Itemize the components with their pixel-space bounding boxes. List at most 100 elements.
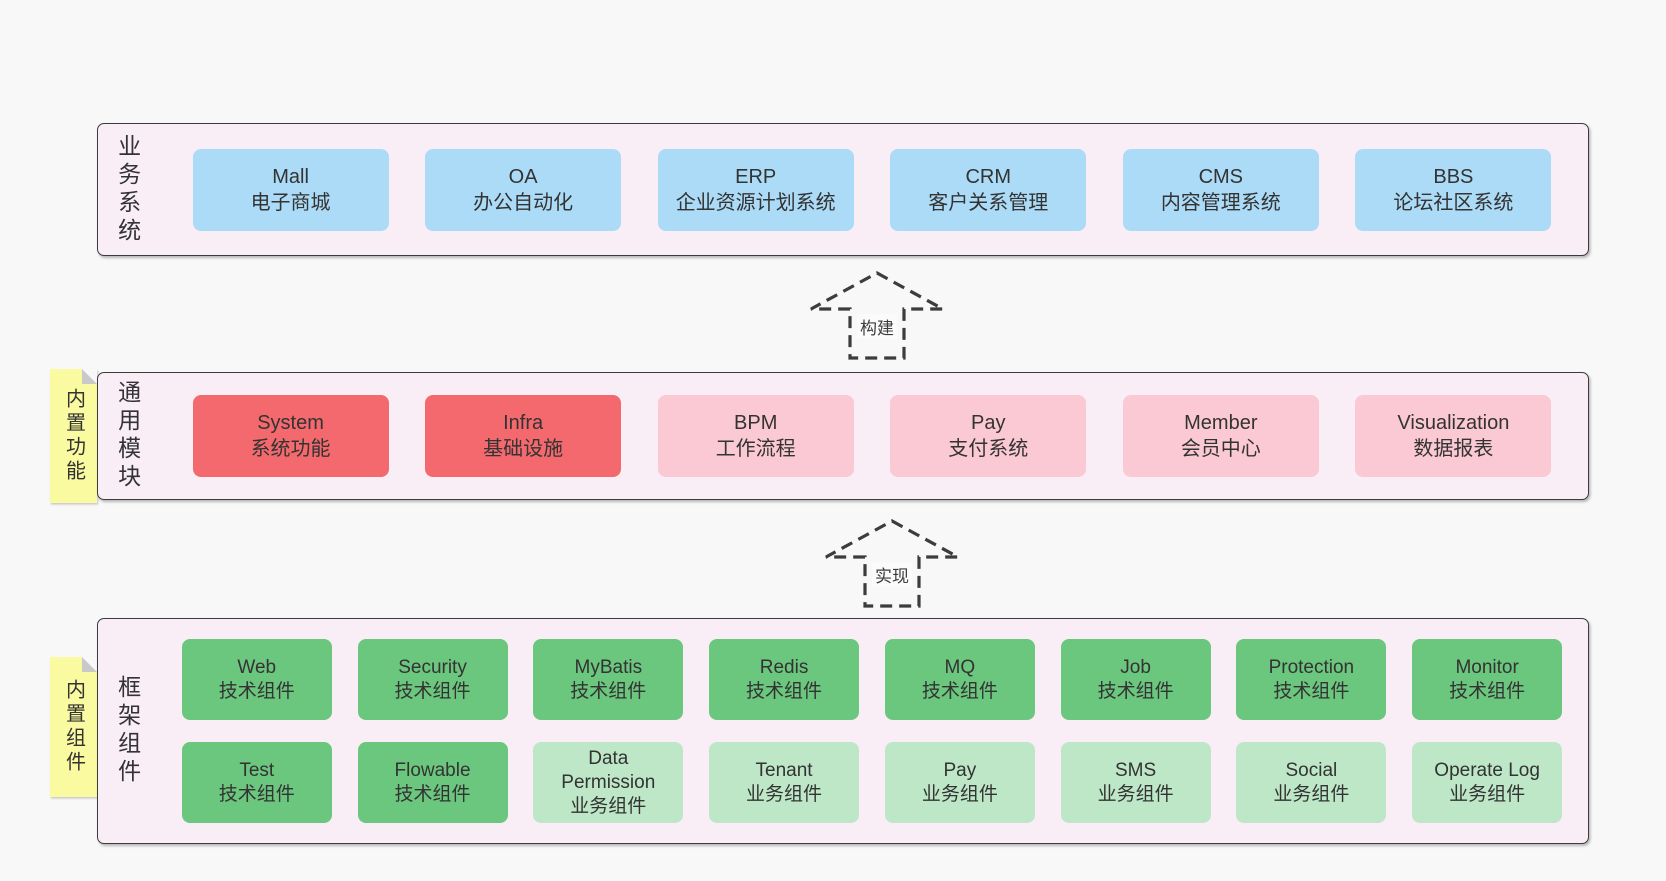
box-title: Social [1285,759,1338,781]
diagram-box: Member 会员中心 [1122,395,1319,477]
diagram-box: Pay 支付系统 [890,395,1087,477]
box-title: Infra [503,412,544,434]
box-title: ERP [735,165,777,188]
layer-label-zone: 通用模块 [98,373,156,499]
diagram-box: BBS 论坛社区系统 [1355,148,1552,231]
box-title: System [257,412,324,434]
box-title: Mall [272,165,309,188]
box-title: Tenant [755,759,813,781]
box-title: CMS [1198,165,1244,188]
box-title: Data Permission [561,747,656,793]
layer-label: 通用模块 [114,380,141,492]
box-title: Pay [943,759,977,781]
layer-label-zone: 框架组件 [98,619,156,843]
box-title: Monitor [1455,656,1519,678]
box-title: Test [239,759,275,781]
dashed-up-arrow-icon [825,519,959,608]
box-subtitle: 数据报表 [1413,438,1494,460]
box-title: OA [508,165,538,188]
sticky-note-builtin-features: 内置功能 [50,369,97,503]
box-subtitle: 会员中心 [1180,438,1261,460]
box-title: Redis [759,656,809,678]
box-subtitle: 办公自动化 [473,191,574,214]
box-title: Job [1120,656,1151,678]
box-subtitle: 工作流程 [715,438,796,460]
box-subtitle: 基础设施 [483,438,564,460]
box-title: BBS [1433,165,1474,188]
diagram-box: Visualization 数据报表 [1355,395,1552,477]
box-title: CRM [965,165,1012,188]
box-subtitle: 业务组件 [1273,783,1350,805]
box-subtitle: 内容管理系统 [1160,191,1281,214]
box-subtitle: 业务组件 [746,783,823,805]
sticky-label: 内置功能 [62,388,85,484]
box-subtitle: 技术组件 [394,783,471,805]
folded-corner-icon [82,369,97,384]
box-subtitle: 技术组件 [746,680,823,702]
box-title: Operate Log [1434,759,1540,781]
box-title: Visualization [1397,412,1510,434]
box-subtitle: 企业资源计划系统 [675,191,836,214]
box-subtitle: 业务组件 [921,783,998,805]
box-title: BPM [734,412,778,434]
box-subtitle: 技术组件 [394,680,471,702]
box-subtitle: 业务组件 [1449,783,1526,805]
implement-arrow: 实现 [822,518,962,609]
box-subtitle: 电子商城 [250,191,331,214]
arrow-label: 实现 [872,562,912,587]
box-title: SMS [1115,759,1157,781]
diagram-box: Mall 电子商城 [192,148,389,231]
box-subtitle: 业务组件 [570,795,647,817]
diagram-box: CMS 内容管理系统 [1122,148,1319,231]
dashed-up-arrow-icon [810,271,944,360]
box-subtitle: 论坛社区系统 [1393,191,1514,214]
box-title: Web [237,656,277,678]
build-arrow: 构建 [807,270,947,361]
diagram-box: ERP 企业资源计划系统 [657,148,854,231]
diagram-box: BPM 工作流程 [657,395,854,477]
box-subtitle: 技术组件 [218,783,295,805]
arrow-label: 构建 [857,314,897,339]
box-title: Member [1184,412,1258,434]
box-subtitle: 技术组件 [1273,680,1350,702]
folded-corner-icon [82,657,97,672]
box-subtitle: 业务组件 [1097,783,1174,805]
box-title: MyBatis [574,656,643,678]
box-subtitle: 技术组件 [570,680,647,702]
box-subtitle: 支付系统 [948,438,1029,460]
diagram-box: Infra 基础设施 [425,395,622,477]
box-subtitle: 技术组件 [218,680,295,702]
sticky-label: 内置组件 [62,679,85,775]
layer-label: 业务系统 [114,133,141,246]
layer-label-zone: 业务系统 [98,124,156,255]
box-title: Protection [1268,656,1355,678]
box-title: Security [398,656,467,678]
box-subtitle: 技术组件 [1097,680,1174,702]
diagram-box: OA 办公自动化 [425,148,622,231]
sticky-note-builtin-components: 内置组件 [50,657,97,797]
box-title: Pay [971,412,1006,434]
